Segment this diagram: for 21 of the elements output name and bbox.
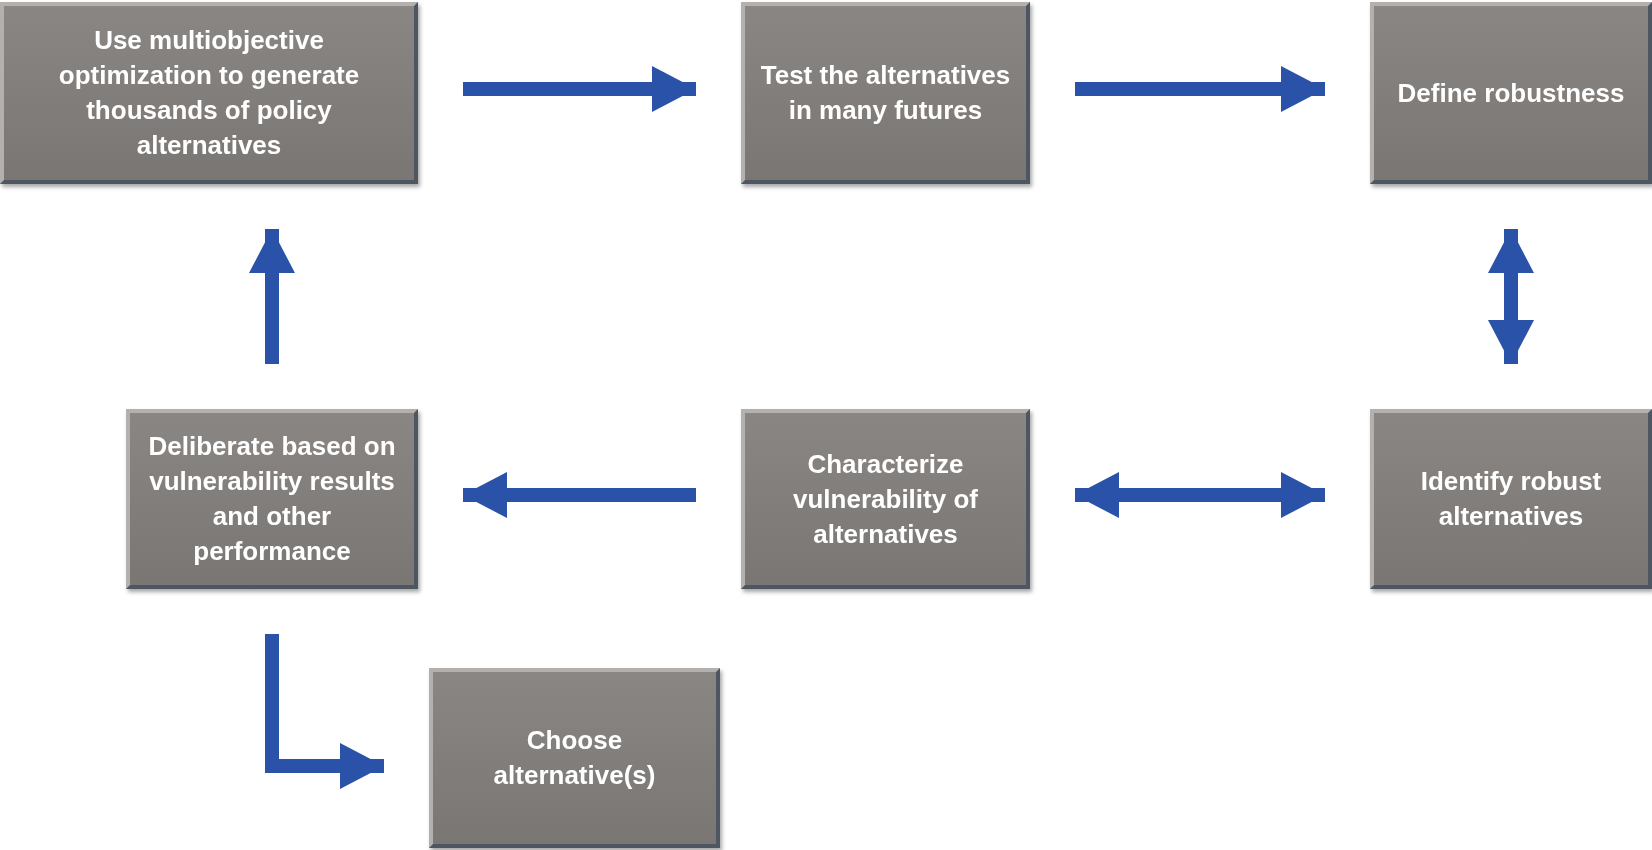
process-box (1370, 2, 1652, 184)
box-label: Use multiobjective optimization to generate thousands of policy alternatives (57, 24, 361, 162)
process-box (126, 409, 418, 589)
arrow (249, 229, 295, 364)
arrow (463, 472, 696, 518)
arrow (265, 634, 384, 789)
box-label: Characterize vulnerability of alternatives (792, 447, 979, 551)
process-box (741, 409, 1030, 589)
arrow (1075, 472, 1325, 518)
process-box (741, 2, 1030, 184)
box-label: Define robustness (1396, 76, 1626, 110)
box-label: Test the alternatives in many futures (759, 59, 1012, 127)
process-box (1370, 409, 1652, 589)
box-label: Choose alternative(s) (492, 724, 657, 792)
arrow (1075, 66, 1325, 112)
arrow (463, 66, 696, 112)
arrow (1488, 229, 1534, 364)
box-label: Identify robust alternatives (1419, 465, 1603, 533)
box-label: Deliberate based on vulnerability results and other performance (147, 430, 397, 568)
process-box (429, 668, 720, 848)
process-box (0, 2, 418, 184)
